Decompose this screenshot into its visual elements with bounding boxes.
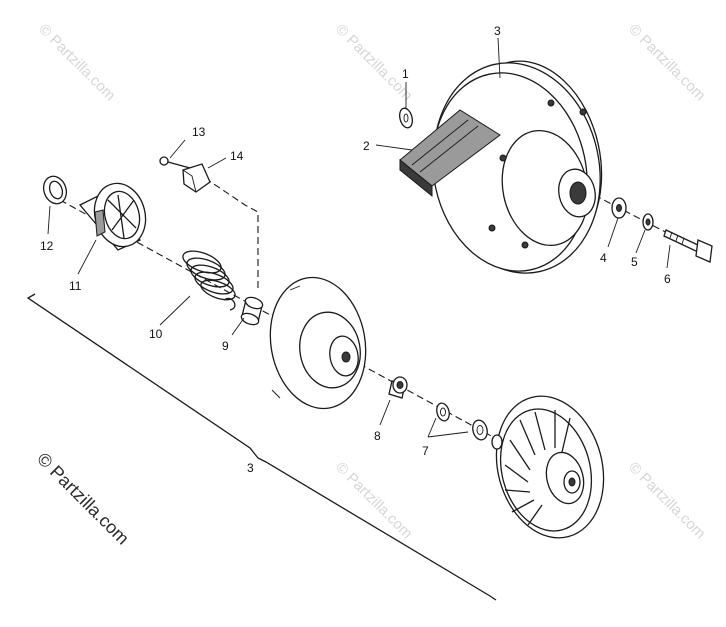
part-top-washer	[399, 107, 413, 129]
assembly-bracket	[26, 293, 497, 601]
part-ramp-weight	[182, 163, 211, 193]
callout-13: 13	[192, 125, 206, 139]
callout-2: 2	[363, 139, 370, 153]
watermark-text: © Partzilla.com	[332, 459, 415, 542]
part-screw	[159, 156, 191, 169]
partzilla-side-watermark: © Partzilla.com	[33, 449, 133, 549]
callout-1: 1	[402, 67, 409, 81]
callout-8: 8	[374, 429, 381, 443]
part-fixed-sheave	[491, 395, 605, 539]
part-washers	[436, 402, 488, 441]
part-snap-ring	[42, 175, 68, 205]
callout-5: 5	[631, 255, 638, 269]
callout-7: 7	[422, 444, 429, 458]
callout-leaders	[47, 37, 671, 438]
watermark-text: © Partzilla.com	[625, 21, 708, 104]
callout-6: 6	[664, 272, 671, 286]
callout-numbers: 1 2 3 4 5 6 7 8 9 10 11 12 13 14 3	[40, 24, 671, 475]
callout-10: 10	[149, 327, 163, 341]
callout-14: 14	[230, 149, 244, 163]
callout-4: 4	[600, 251, 607, 265]
part-helix-cam	[78, 182, 147, 251]
part-drive-belt	[399, 109, 501, 198]
part-spring-clip	[223, 297, 236, 311]
part-drive-sheave	[432, 60, 603, 274]
watermark-text: © Partzilla.com	[332, 21, 415, 104]
callout-3-top: 3	[494, 24, 501, 38]
part-washer-bushing	[388, 376, 408, 399]
part-movable-sheave	[269, 276, 367, 410]
part-spring	[182, 250, 236, 301]
part-bolt	[663, 229, 713, 263]
callout-12: 12	[40, 239, 54, 253]
callout-11: 11	[69, 279, 82, 293]
watermark-text: © Partzilla.com	[35, 21, 118, 104]
callout-9: 9	[222, 339, 229, 353]
watermark-layer: © Partzilla.com © Partzilla.com © Partzi…	[35, 21, 708, 542]
part-bushing	[240, 296, 264, 326]
watermark-text: © Partzilla.com	[625, 459, 708, 542]
callout-3-group: 3	[247, 461, 254, 475]
part-flat-washer	[611, 197, 627, 219]
part-lock-washer	[642, 213, 654, 231]
